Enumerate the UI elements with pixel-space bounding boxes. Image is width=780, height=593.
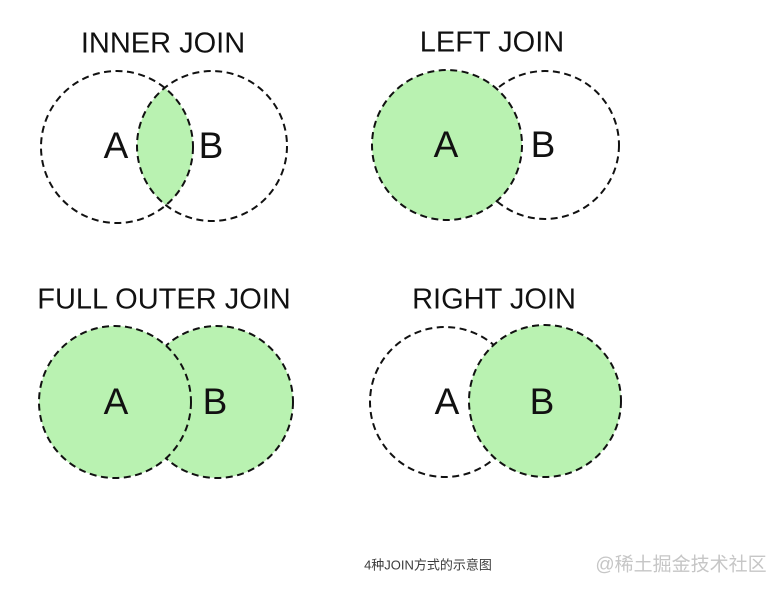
right-join-circle-b [468,324,622,478]
community-watermark: @稀土掘金技术社区 [595,554,767,576]
venn-left-join [371,69,620,221]
full-outer-join-label-a: A [103,381,129,422]
venn-inner-join [40,70,288,224]
left-join-label-b: B [530,124,556,165]
right-join-label-b: B [529,381,555,422]
left-join-circle-a [371,69,523,221]
inner-join-circle-b [136,70,288,222]
inner-join-label-b: B [198,125,224,166]
right-join-title: RIGHT JOIN [412,283,576,316]
full-outer-join-circle-a [38,325,192,479]
inner-join-title: INNER JOIN [80,27,246,60]
inner-join-intersection-fill [137,71,193,221]
full-outer-join-title: FULL OUTER JOIN [37,283,291,316]
inner-join-label-a: A [103,125,129,166]
full-outer-join-label-b: B [202,381,228,422]
inner-join-circle-a [40,70,194,224]
figure-caption: 4种JOIN方式的示意图 [364,557,492,573]
venn-right-join [369,324,622,478]
left-join-label-a: A [433,124,459,165]
left-join-title: LEFT JOIN [419,26,565,59]
venn-full-outer-join [38,325,294,479]
right-join-label-a: A [434,381,460,422]
